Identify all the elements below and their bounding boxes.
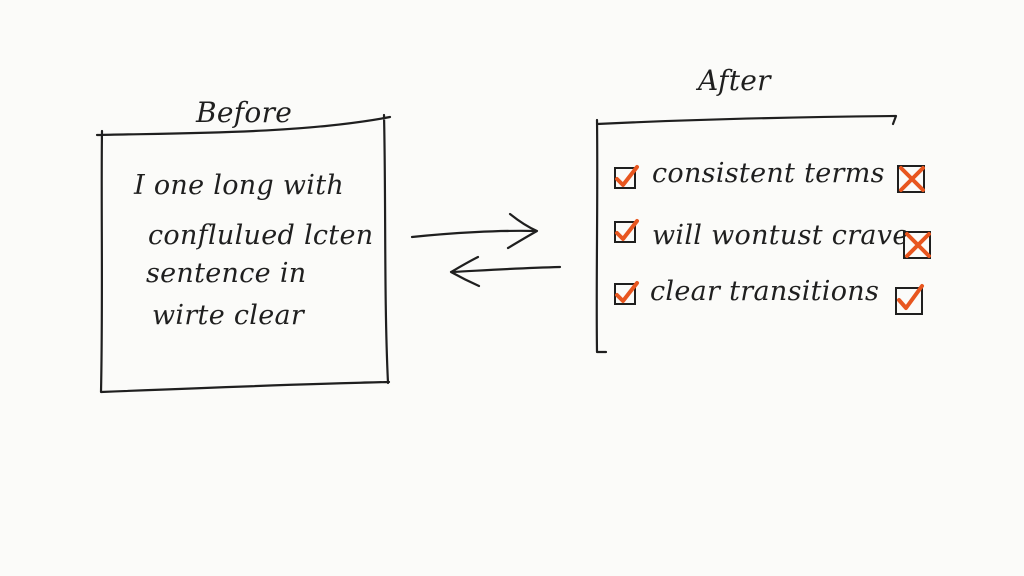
check-icon [614, 165, 639, 189]
forward-arrow [410, 212, 539, 250]
before-line-1: I one long with [134, 170, 345, 201]
after-item-2-label: will wontust crave [652, 220, 909, 251]
before-box [95, 113, 392, 394]
x-icon [903, 231, 931, 259]
before-line-2: conflulued lcten [148, 220, 374, 251]
after-box [595, 114, 898, 354]
before-line-3: sentence in [146, 258, 307, 289]
x-icon [897, 165, 925, 193]
after-item-1-label: consistent terms [652, 158, 885, 189]
after-title: After [698, 64, 771, 97]
backward-arrow [449, 255, 562, 288]
check-icon [895, 284, 924, 315]
check-icon [614, 281, 639, 305]
check-icon [614, 219, 639, 243]
after-item-3-label: clear transitions [650, 276, 880, 307]
before-title: Before [196, 96, 293, 129]
before-line-4: wirte clear [152, 300, 305, 331]
